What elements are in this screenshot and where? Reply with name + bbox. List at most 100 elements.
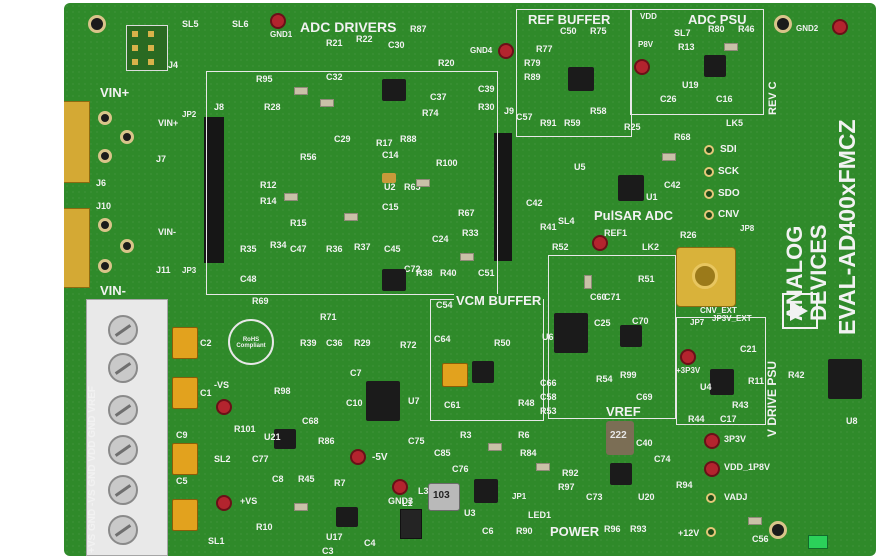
label-r37: R37: [354, 242, 371, 252]
pad: [120, 239, 134, 253]
label-spi-sdo: SDO: [718, 188, 740, 199]
title-vcm-buffer: VCM BUFFER: [454, 293, 544, 308]
label-spi-cnv: CNV: [718, 209, 740, 220]
label-jp1: JP1: [512, 492, 527, 501]
label-r36: R36: [326, 244, 343, 254]
testpoint-vdd-1p8v[interactable]: [704, 461, 720, 477]
chip-ref-buffer: [568, 67, 594, 91]
label-r79: R79: [524, 58, 541, 68]
testpoint-minus-vs[interactable]: [216, 399, 232, 415]
label-l3: L3: [418, 486, 429, 496]
label-c25: C25: [594, 318, 611, 328]
smd-part: [416, 179, 430, 187]
terminal-screw-minus-vs[interactable]: [108, 475, 138, 505]
label-r33: R33: [462, 228, 479, 238]
label-r84: R84: [520, 448, 537, 458]
sma-body-vin-plus: [64, 101, 90, 183]
label-sl6: SL6: [232, 19, 249, 29]
cap-c3-bottom: [172, 499, 198, 531]
label-cnv-ext: CNV_EXT: [700, 306, 737, 315]
via-sck: [704, 167, 714, 177]
testpoint-plus-vs[interactable]: [216, 495, 232, 511]
testpoint-adc-psu[interactable]: [634, 59, 650, 75]
label-c73: C73: [586, 492, 603, 502]
pad: [120, 130, 134, 144]
label-ref1: REF1: [604, 228, 628, 238]
label-c85: C85: [434, 448, 451, 458]
rohs-badge: RoHS Compliant: [228, 319, 274, 365]
terminal-screw-gnd2[interactable]: [108, 435, 138, 465]
header-pin: [132, 59, 138, 65]
chip-u20: [610, 463, 632, 485]
label-c72: C72: [404, 264, 421, 274]
label-r6: R6: [518, 430, 530, 440]
title-power: POWER: [550, 524, 600, 539]
testpoint-minus-5v[interactable]: [350, 449, 366, 465]
label-r51: R51: [638, 274, 655, 284]
label-r45: R45: [298, 474, 315, 484]
label-r94: R94: [676, 480, 693, 490]
label-r100: R100: [436, 158, 458, 168]
inductor-222-marking: 222: [610, 430, 627, 441]
label-gnd4: GND4: [470, 46, 493, 55]
header-pin: [132, 45, 138, 51]
smd-part: [294, 87, 308, 95]
smd-part: [724, 43, 738, 51]
label-vdd-1p8v: VDD_1P8V: [724, 462, 771, 472]
testpoint-ref[interactable]: [592, 235, 608, 251]
terminal-screw-gnd1[interactable]: [108, 353, 138, 383]
label-c75: C75: [408, 436, 425, 446]
label-vin-minus: VIN-: [100, 283, 126, 298]
label-sl7: SL7: [674, 28, 691, 38]
label-c42: C42: [664, 180, 681, 190]
label-c66: C66: [540, 378, 557, 388]
terminal-screw-plus-vs[interactable]: [108, 515, 138, 545]
label-r50: R50: [494, 338, 511, 348]
label-c48: C48: [240, 274, 257, 284]
label-c60: C60: [590, 292, 607, 302]
label-plus12v: +12V: [678, 528, 700, 538]
label-c54: C54: [436, 300, 453, 310]
label-jp3: JP3: [182, 266, 197, 275]
terminal-screw-vdd[interactable]: [108, 395, 138, 425]
testpoint-3p3v[interactable]: [704, 433, 720, 449]
label-vdd: VDD: [640, 12, 657, 21]
label-u6: U6: [542, 332, 554, 342]
chip-adc-driver-2: [382, 269, 406, 291]
label-minus-vs: -VS: [214, 380, 230, 390]
header-pin: [148, 59, 154, 65]
label-r39: R39: [300, 338, 317, 348]
chip-u6: [554, 313, 588, 353]
testpoint-gnd2[interactable]: [832, 19, 848, 35]
label-r98: R98: [274, 386, 291, 396]
inductor-103: 103: [428, 483, 460, 511]
testpoint-gnd4[interactable]: [498, 43, 514, 59]
testpoint-plus3p3v[interactable]: [680, 349, 696, 365]
label-r80: R80: [708, 24, 725, 34]
label-r97: R97: [558, 482, 575, 492]
label-r90: R90: [516, 526, 533, 536]
testpoint-gnd3[interactable]: [392, 479, 408, 495]
label-r29: R29: [354, 338, 371, 348]
label-c32: C32: [326, 72, 343, 82]
label-c39: C39: [478, 84, 495, 94]
cap-c61: [442, 363, 468, 387]
label-c58: C58: [540, 392, 557, 402]
label-r91: R91: [540, 118, 557, 128]
label-l1: L1: [402, 498, 413, 508]
label-j7: J7: [156, 154, 167, 164]
via-plus12v: [706, 527, 716, 537]
testpoint-gnd1[interactable]: [270, 13, 286, 29]
label-r10: R10: [256, 522, 273, 532]
chip-u19: [704, 55, 726, 77]
label-r15: R15: [290, 218, 307, 228]
mount-hole-top-right: [774, 15, 792, 33]
label-c40: C40: [636, 438, 653, 448]
pad: [98, 149, 112, 163]
inductor-103-marking: 103: [433, 490, 450, 501]
terminal-screw-vref[interactable]: [108, 315, 138, 345]
cap-c9: [172, 443, 198, 475]
label-r99: R99: [620, 370, 637, 380]
chip-u7: [366, 381, 400, 421]
rohs-text: RoHS Compliant: [236, 337, 266, 349]
